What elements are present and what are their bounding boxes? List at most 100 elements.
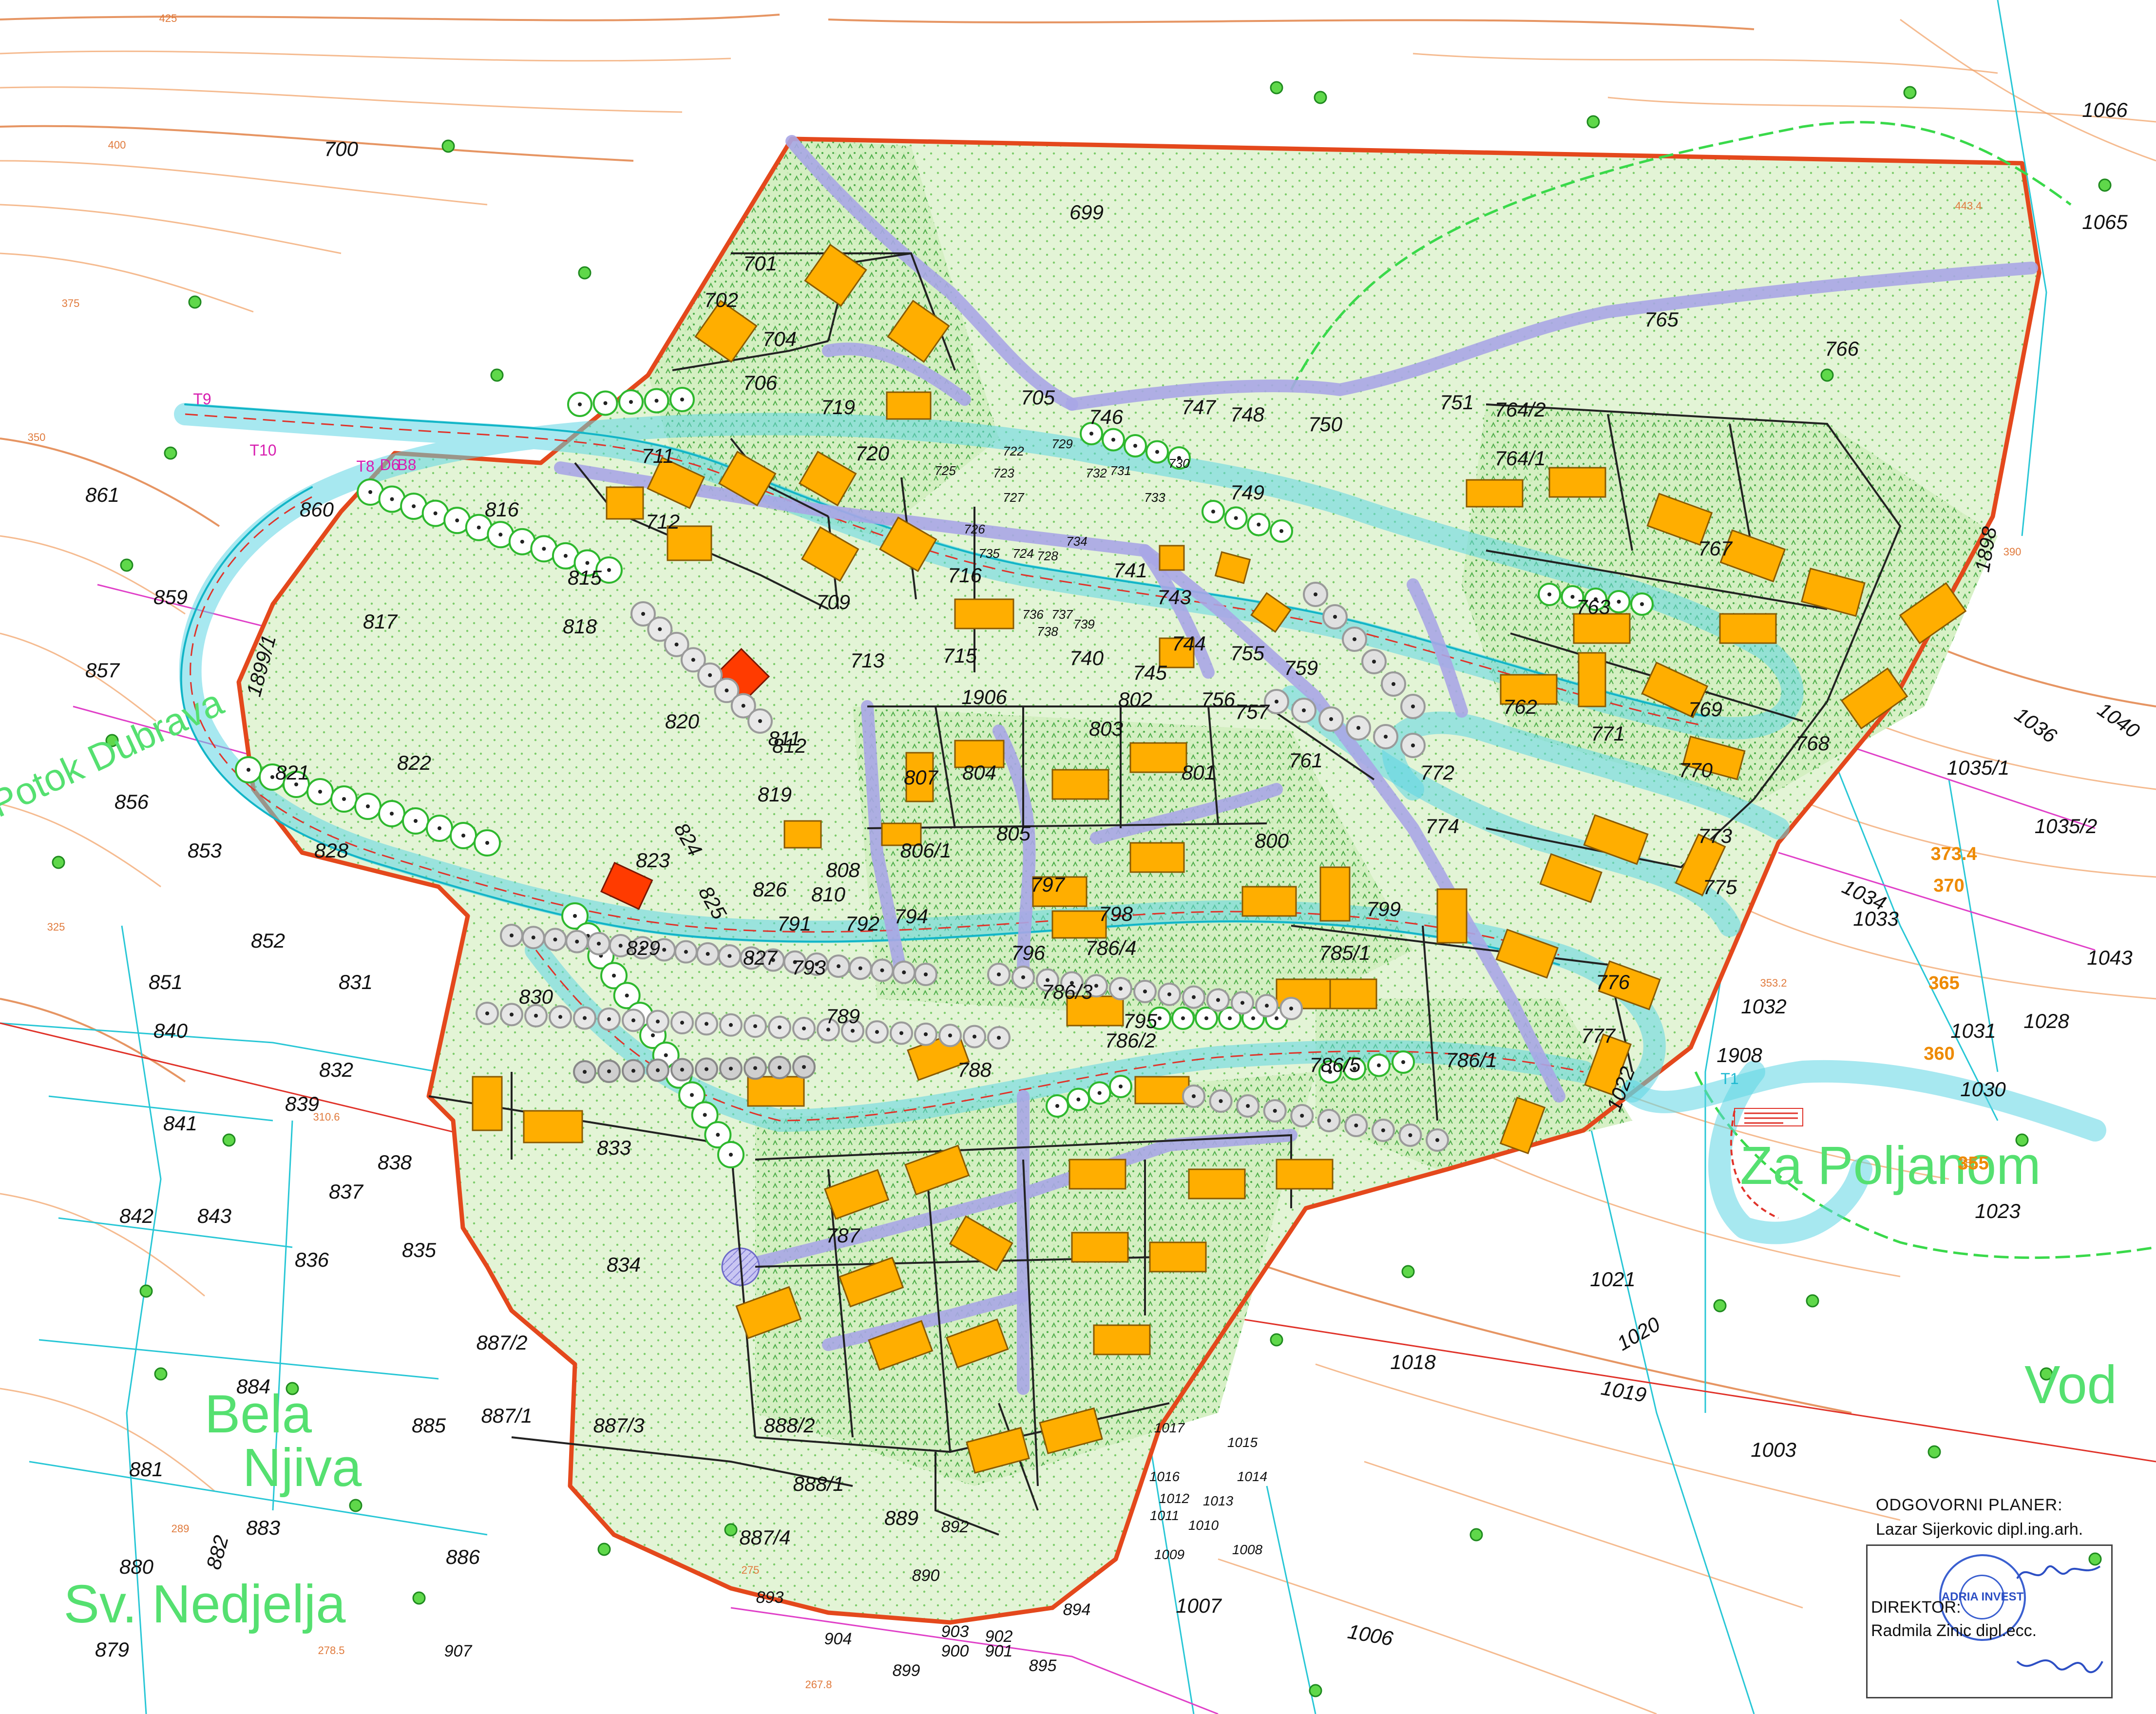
parcel-number-label: 750 xyxy=(1308,413,1343,436)
tree-symbol-icon xyxy=(1309,1684,1322,1697)
parcel-number-label: 716 xyxy=(948,564,982,587)
parcel-number-label: 701 xyxy=(743,252,777,275)
planner-name: Lazar Sijerkovic dipl.ing.arh. xyxy=(1876,1520,2083,1539)
survey-point-label: T9 xyxy=(193,390,211,408)
parcel-number-label: 786/1 xyxy=(1446,1048,1497,1071)
parcel-number-label: 770 xyxy=(1679,759,1713,781)
parcel-number-label: 774 xyxy=(1425,815,1459,838)
parcel-number-label: 723 xyxy=(993,466,1014,480)
tree-trunk-icon xyxy=(1353,637,1356,641)
tree-trunk-icon xyxy=(658,627,662,631)
tree-symbol-icon xyxy=(1314,91,1327,104)
tree-trunk-icon xyxy=(1275,700,1278,704)
tree-trunk-icon xyxy=(294,782,298,786)
parcel-number-label: 791 xyxy=(777,912,811,935)
tree-trunk-icon xyxy=(1192,995,1196,999)
survey-point-label: B8 xyxy=(397,456,416,474)
tree-trunk-icon xyxy=(558,1015,562,1019)
tree-trunk-icon xyxy=(815,962,819,966)
parcel-number-label: 777 xyxy=(1581,1024,1616,1047)
tree-trunk-icon xyxy=(573,914,577,918)
tree-trunk-icon xyxy=(741,704,745,708)
parcel-number-label: 861 xyxy=(85,483,119,506)
parcel-number-label: 811 xyxy=(768,727,801,750)
parcel-number-label: 744 xyxy=(1172,632,1206,655)
parcel-number-label: 1066 xyxy=(2082,98,2128,121)
tree-trunk-icon xyxy=(1055,1104,1059,1108)
tree-symbol-icon xyxy=(1820,368,1834,382)
parcel-number-label: 829 xyxy=(626,936,660,959)
parcel-number-label: 830 xyxy=(519,985,553,1008)
tree-trunk-icon xyxy=(368,490,372,494)
parcel-number-label: 1028 xyxy=(2023,1009,2069,1032)
tree-trunk-icon xyxy=(477,525,481,530)
tree-trunk-icon xyxy=(802,1065,806,1069)
tree-trunk-icon xyxy=(1327,1119,1331,1123)
tree-trunk-icon xyxy=(1219,1099,1223,1103)
parcel-number-label: 856 xyxy=(114,790,149,813)
planner-signature-icon xyxy=(2016,1565,2101,1580)
tree-trunk-icon xyxy=(837,964,841,969)
parcel-number-label: 722 xyxy=(1003,444,1024,458)
tree-trunk-icon xyxy=(691,658,695,662)
parcel-number-label: 786/3 xyxy=(1041,980,1092,1003)
survey-point-label: D6 xyxy=(380,456,400,474)
parcel-number-label: 800 xyxy=(1255,829,1289,852)
parcel-number-label: 799 xyxy=(1367,897,1401,920)
tree-trunk-icon xyxy=(461,834,465,838)
tree-trunk-icon xyxy=(1119,1085,1123,1088)
tree-trunk-icon xyxy=(1265,1004,1269,1008)
tree-trunk-icon xyxy=(708,673,712,677)
parcel-number-label: 738 xyxy=(1037,624,1058,639)
elevation-label: 360 xyxy=(1924,1044,1954,1064)
contour-label: 267.8 xyxy=(805,1678,832,1691)
parcel-number-label: 1065 xyxy=(2082,210,2128,233)
parcel-number-label: 1006 xyxy=(1346,1619,1395,1650)
parcel-number-label: 709 xyxy=(816,590,850,613)
parcel-number-label: 816 xyxy=(485,498,519,521)
tree-trunk-icon xyxy=(656,1068,660,1072)
tree-trunk-icon xyxy=(684,950,688,954)
tree-trunk-icon xyxy=(753,1066,757,1070)
parcel-number-label: 771 xyxy=(1591,722,1625,745)
tree-trunk-icon xyxy=(729,1023,733,1027)
parcel-number-label: 833 xyxy=(597,1136,631,1159)
tree-trunk-icon xyxy=(793,960,797,964)
tree-trunk-icon xyxy=(366,804,370,808)
parcel-number-label: 842 xyxy=(119,1204,153,1227)
parcel-number-label: 711 xyxy=(642,444,674,467)
parcel-number-label: 887/3 xyxy=(593,1414,644,1437)
parcel-number-label: 852 xyxy=(251,929,285,952)
road-profile-annotation xyxy=(1730,1108,1803,1219)
parcel-number-label: 834 xyxy=(607,1253,641,1276)
tree-symbol-icon xyxy=(139,1284,153,1298)
tree-trunk-icon xyxy=(607,1017,611,1021)
parcel-number-label: 1017 xyxy=(1154,1420,1185,1435)
tree-trunk-icon xyxy=(802,1026,806,1030)
parcel-number-label: 769 xyxy=(1688,698,1722,721)
parcel-number-label: 793 xyxy=(792,956,826,979)
parcel-number-label: 1032 xyxy=(1741,995,1786,1018)
tree-trunk-icon xyxy=(1594,597,1598,601)
tree-trunk-icon xyxy=(585,561,590,565)
tree-trunk-icon xyxy=(1384,735,1388,739)
parcel-number-label: 907 xyxy=(444,1642,473,1660)
parcel-number-label: 764/1 xyxy=(1494,447,1545,470)
tree-trunk-icon xyxy=(948,1033,952,1038)
contour-label: 353.2 xyxy=(1760,977,1787,989)
tree-trunk-icon xyxy=(1435,1138,1439,1142)
parcel-number-label: 776 xyxy=(1596,971,1630,993)
parcel-number-label: 1031 xyxy=(1950,1019,1996,1042)
parcel-number-label: 1003 xyxy=(1751,1438,1796,1461)
parcel-number-label: 762 xyxy=(1503,695,1537,718)
parcel-number-label: 851 xyxy=(149,971,183,993)
parcel-number-label: 767 xyxy=(1698,537,1733,560)
signature-box xyxy=(1866,1544,2113,1698)
parcel-number-label: 786/5 xyxy=(1309,1053,1361,1076)
tree-trunk-icon xyxy=(1097,1091,1102,1095)
parcel-number-label: 836 xyxy=(295,1248,329,1271)
tree-trunk-icon xyxy=(1246,1104,1250,1108)
parcel-number-label: 1030 xyxy=(1960,1078,2006,1101)
